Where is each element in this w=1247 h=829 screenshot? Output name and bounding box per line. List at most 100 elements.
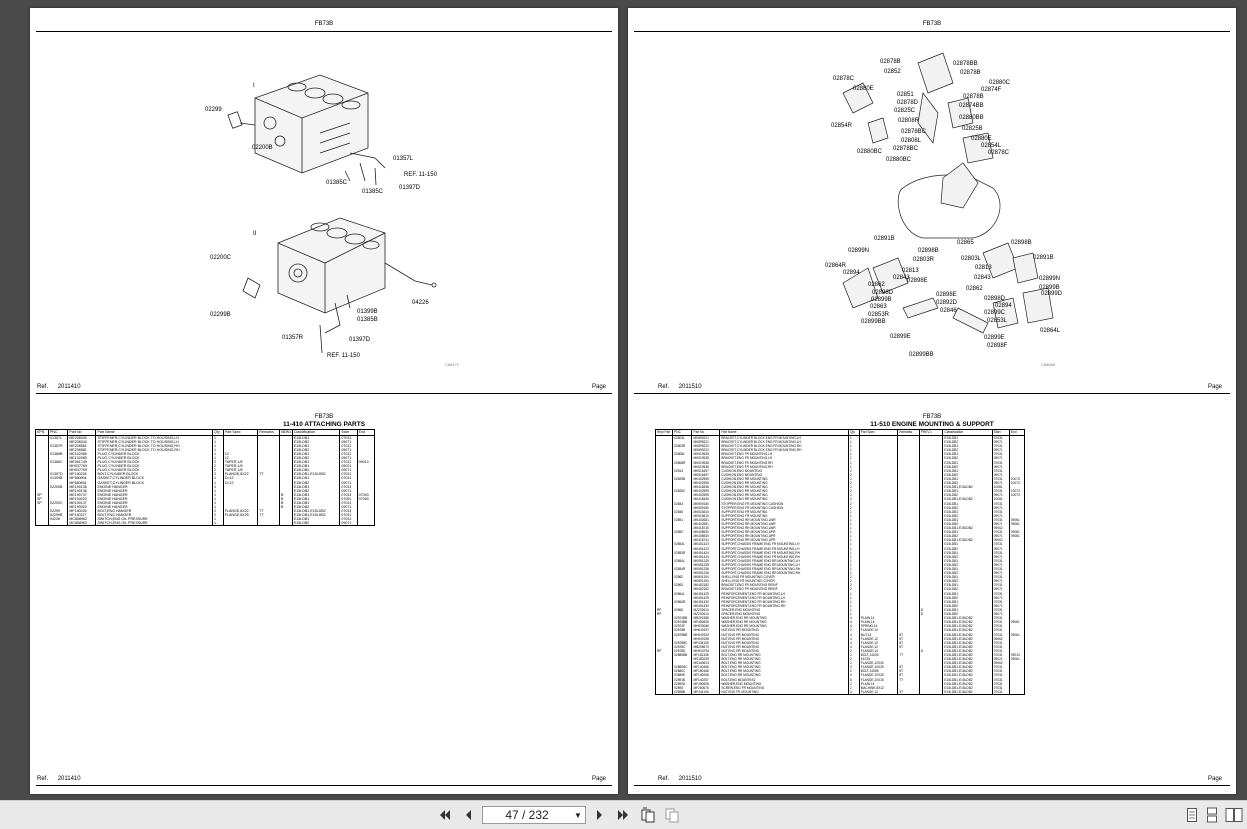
table-cell: 09071 <box>991 481 1010 486</box>
last-page-button[interactable] <box>614 806 632 824</box>
table-cell <box>672 440 693 445</box>
table-cell <box>1008 644 1026 649</box>
table-cell <box>897 509 920 514</box>
table-cell: PLUG,CYLINDER BLOCK <box>95 452 214 457</box>
two-page-view-button[interactable] <box>1224 806 1244 824</box>
single-page-view-button[interactable] <box>1184 806 1200 824</box>
table-cell: STIFFENER,CYLINDER BLOCK TO HOUSING,RH <box>95 448 214 453</box>
table-cell <box>1008 472 1026 477</box>
table-cell: 09062 <box>991 538 1010 543</box>
continuous-view-button[interactable] <box>1204 806 1220 824</box>
table-cell <box>278 512 293 517</box>
table-cell: 09061 <box>1008 530 1026 535</box>
table-cell: 09062 <box>991 661 1010 666</box>
column-header: Part Spec <box>222 429 259 436</box>
table-cell: MF140227 <box>67 512 97 517</box>
callout-label: 01397D <box>349 337 371 343</box>
table-cell <box>1008 677 1026 682</box>
callout-label: 02878C <box>988 150 1010 156</box>
callout-label: 02880BC <box>857 149 883 155</box>
table-cell: BRACKET,ENG FR MOUNTING,RH <box>719 464 850 469</box>
table-cell <box>222 484 259 489</box>
callout-label: 01385B <box>357 317 378 323</box>
table-cell: 10081 <box>991 497 1010 502</box>
column-header: Remarks <box>897 429 920 436</box>
table-cell: NUT,ENG FR MOUNTING <box>719 689 850 695</box>
table-cell <box>672 562 693 567</box>
fit-page-button[interactable] <box>638 806 658 824</box>
callout-label: 02880BB <box>959 115 984 121</box>
table-cell <box>897 472 920 477</box>
table-cell: 09071 <box>991 534 1010 539</box>
table-cell <box>47 448 69 453</box>
first-page-button[interactable] <box>436 806 454 824</box>
table-cell <box>672 464 693 469</box>
table-cell <box>1008 526 1026 531</box>
table-cell: 8T <box>897 669 920 674</box>
table-cell: NUT,ENG RR MOUNTING <box>719 632 850 637</box>
table-cell: 07031 <box>991 669 1010 674</box>
callout-label: 02813 <box>975 265 992 271</box>
table-cell: 09061 <box>1008 534 1026 539</box>
previous-page-button[interactable] <box>460 806 476 824</box>
next-page-button[interactable] <box>592 806 608 824</box>
table-cell <box>897 530 920 535</box>
table-cell <box>897 464 920 469</box>
table-cell: ME190136 <box>67 488 97 493</box>
ref-value: 2011410 <box>57 776 81 782</box>
table-cell: NUT,ENG RR MOUNTING <box>719 644 850 649</box>
table-cell <box>1008 538 1026 543</box>
engine-block-diagram: I II 02299 02200B 01357L REF. 11-150 013… <box>205 74 460 367</box>
table-cell: NUT,ENG RR MOUNTING <box>719 628 850 633</box>
table-cell <box>356 472 376 477</box>
table-cell: STIFFENER,CYLINDER BLOCK TO HOUSING,RH <box>95 444 214 449</box>
callout-label: II <box>253 231 257 237</box>
table-cell: ME190137 <box>67 500 97 505</box>
table-cell: 07031 <box>991 685 1010 690</box>
table-cell: 02878C <box>672 644 693 649</box>
table-cell: 8T <box>897 665 920 670</box>
page-number-input[interactable]: 47 / 232 ▼ <box>482 806 586 824</box>
table-cell: SUPPORT,ENG RR MOUNTING,UPR <box>719 534 850 539</box>
table-cell <box>356 520 376 526</box>
table-cell <box>356 435 376 441</box>
table-cell: 10073 <box>1008 493 1026 498</box>
table-cell: 09062 <box>991 636 1010 641</box>
table-cell: 07031 <box>991 567 1010 572</box>
table-cell: ENGINE HANGER <box>95 500 214 505</box>
table-cell <box>1008 550 1026 555</box>
table-cell <box>1008 636 1026 641</box>
table-cell: 07031 <box>991 644 1010 649</box>
table-cell: B <box>278 492 293 497</box>
table-cell: 07031 <box>991 673 1010 678</box>
table-cell <box>672 587 693 592</box>
table-cell: MF660894 <box>67 480 97 485</box>
table-cell: BOLT,CYLINDER BLOCK <box>95 472 214 477</box>
table-cell: 09071 <box>991 595 1010 600</box>
chevron-down-icon[interactable]: ▼ <box>574 810 582 820</box>
table-cell: PLUG,CYLINDER BLOCK <box>95 460 214 465</box>
table-cell: 09071 <box>991 603 1010 608</box>
table-cell: 07031 <box>991 501 1010 506</box>
copy-page-button[interactable] <box>662 806 682 824</box>
table-cell <box>1008 599 1026 604</box>
callout-label: 02899E <box>890 334 911 340</box>
table-cell <box>278 435 293 441</box>
table-cell <box>672 636 693 641</box>
table-cell <box>1008 661 1026 666</box>
page-fit-icon <box>641 807 655 823</box>
table-cell <box>672 571 693 576</box>
table-cell: 02880BC <box>672 665 693 670</box>
table-cell: TAPER,1/8 <box>222 468 259 473</box>
